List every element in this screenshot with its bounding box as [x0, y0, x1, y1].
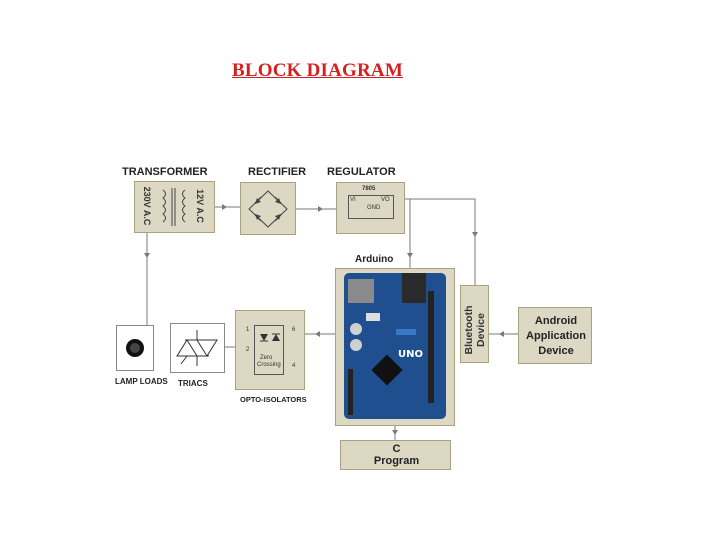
opto-pin-4: 4 — [292, 363, 296, 369]
c-program-label-line2: Program — [373, 455, 420, 467]
transformer-secondary-label: 12V A.C — [195, 189, 205, 223]
bluetooth-label-line1: Bluetooth — [463, 305, 475, 355]
lamp-label: LAMP LOADS — [115, 377, 168, 386]
transformer-block — [134, 181, 215, 233]
android-label-line1: Android — [534, 315, 578, 327]
rectifier-block — [240, 182, 296, 235]
opto-isolator-block: Zero Crossing 1 2 6 4 — [235, 310, 305, 390]
rectifier-label: RECTIFIER — [248, 166, 307, 178]
triac-block — [170, 323, 225, 373]
svg-text:UNO: UNO — [398, 349, 423, 360]
triac-icon — [176, 330, 218, 366]
diode-bridge-icon — [248, 190, 288, 228]
android-label-line2: Application — [526, 330, 586, 342]
arduino-block: UNO — [335, 268, 455, 426]
lamp-block — [116, 325, 154, 371]
lamp-icon — [126, 339, 144, 357]
regulator-part-label: 7805 — [362, 186, 376, 192]
bluetooth-block — [460, 285, 489, 363]
optocoupler-icon — [260, 333, 280, 342]
opto-pin-1: 1 — [246, 327, 250, 333]
regulator-pin-gnd: GND — [367, 205, 381, 211]
regulator-block: 7805 VI VO GND — [336, 182, 405, 234]
opto-chip-outline — [254, 325, 284, 375]
regulator-pin-vo: VO — [381, 197, 390, 203]
regulator-ic-outline — [348, 195, 394, 219]
bluetooth-label: Bluetooth Device — [463, 290, 487, 370]
triac-label: TRIACS — [178, 379, 208, 388]
android-label: Android Application Device — [519, 314, 593, 359]
opto-isolator-label: OPTO-ISOLATORS — [240, 395, 307, 404]
android-block: Android Application Device — [518, 307, 592, 364]
bluetooth-label-line2: Device — [475, 313, 487, 347]
opto-pin-6: 6 — [292, 327, 296, 333]
arduino-label: Arduino — [355, 254, 394, 265]
transformer-label: TRANSFORMER — [122, 166, 208, 178]
android-label-line3: Device — [538, 345, 574, 357]
opto-inner-line1: Zero — [260, 355, 273, 361]
transformer-coil-icon — [162, 188, 186, 226]
c-program-label-line1: C — [392, 443, 401, 455]
transformer-primary-label: 230V A.C — [142, 186, 152, 226]
regulator-pin-vi: VI — [350, 197, 356, 203]
opto-pin-2: 2 — [246, 347, 250, 353]
c-program-label: C Program — [341, 443, 452, 467]
diagram-title: BLOCK DIAGRAM — [232, 60, 403, 81]
opto-inner-line2: Crossing — [257, 362, 281, 368]
regulator-label: REGULATOR — [327, 166, 396, 178]
c-program-block: C Program — [340, 440, 451, 470]
arduino-board-icon: UNO — [344, 273, 446, 419]
